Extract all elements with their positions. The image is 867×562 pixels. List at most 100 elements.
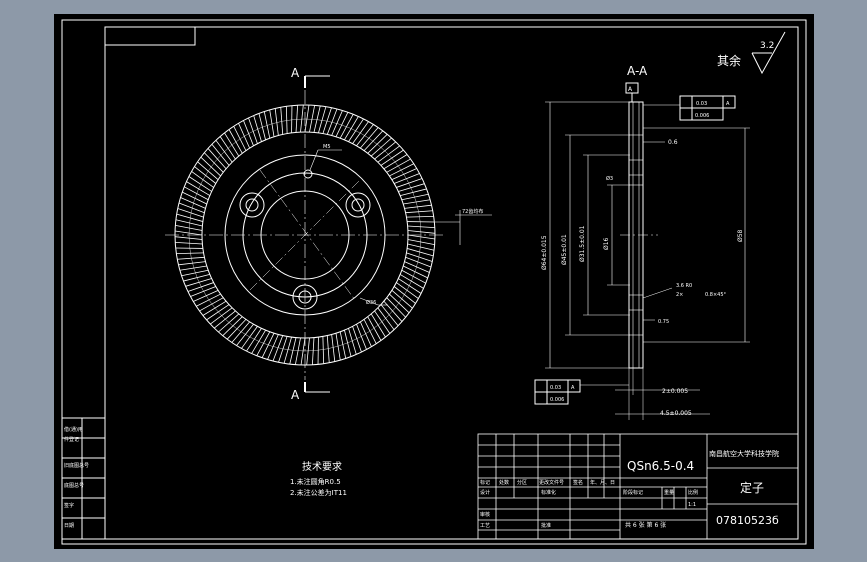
dim-2: 2±0.005 [662,388,688,395]
gear-tooth [335,333,341,361]
gear-tooth [389,163,414,177]
gear-tooth [185,278,212,287]
side-row-5: 签字 [64,502,74,509]
gear-tooth [356,324,367,350]
gear-tooth [197,161,219,180]
row-label-sign: 签名 [573,479,583,486]
gear-tooth [295,105,299,133]
gear-tooth [186,181,211,196]
gear-tooth [199,297,224,312]
gear-tooth [393,286,416,304]
row2-weight: 重量 [664,489,674,496]
gear-tooth [267,334,279,360]
dim-dia31: Ø31.5±0.01 [579,225,586,262]
gear-tooth [348,328,357,355]
gear-tooth [380,304,399,326]
gear-tooth [207,148,227,170]
dim-075: 0.75 [658,319,669,325]
gear-tooth [326,335,330,363]
gear-tooth [178,261,206,266]
tech-item-1: 1.未注圆角R0.5 [290,477,341,486]
row-label-zone: 分区 [517,479,527,486]
bolt-hole-left [239,192,265,218]
side-row-1: 借(通)用 [64,426,83,433]
dim-dia64: Ø64±0.015 [541,235,548,270]
gear-tooth [253,115,262,142]
gear-tooth [228,129,243,154]
dim-dia45: Ø45±0.01 [561,234,568,265]
dim-06: 0.6 [668,139,678,146]
sheet-background [54,14,814,549]
tol-top-datum: A [726,101,730,107]
row2-design: 设计 [480,489,490,496]
gear-tooth [233,126,247,151]
gear-tooth [407,234,435,240]
corner-box [104,26,196,46]
gear-tooth [180,197,206,209]
row-label-date: 年、月、日 [590,479,615,486]
gear-tooth [339,114,354,139]
gear-tooth [178,202,205,214]
gear-tooth [396,282,419,299]
dim-dia58: Ø58 [737,229,744,242]
gear-tooth [348,118,364,142]
gear-tooth [359,321,372,347]
gear-tooth [374,310,391,334]
gear-tooth [256,331,271,356]
gear-tooth [238,123,251,149]
front-label-m5: M5 [323,144,331,150]
gear-tooth [177,208,204,218]
gear-tooth [370,313,386,338]
gear-tooth [386,158,411,173]
gear-tooth [176,252,204,255]
gear-tooth [383,154,408,170]
gear-tooth [175,241,203,245]
gear-tooth [188,176,212,192]
part-name: 定子 [740,480,764,495]
gear-tooth [218,313,240,333]
section-view [534,82,750,420]
front-label-dia36: Ø36 [366,299,376,306]
gear-tooth [274,108,279,136]
gear-tooth [318,106,327,133]
side-row-2: 件登记 [64,436,79,443]
gear-tooth [175,219,203,227]
bolt-hole-right-inner [351,198,365,212]
gear-tooth [352,121,369,144]
gear-tooth [391,290,413,309]
gear-tooth [356,124,374,147]
gear-tooth [222,316,243,336]
gear-tooth [214,310,236,329]
side-row-3: 旧底图总号 [64,462,89,469]
gear-tooth [407,239,435,246]
gear-tooth [406,215,434,218]
bolt-hole-right [345,192,371,218]
drawing-number: 07810523б [716,514,779,527]
gear-tooth [182,191,207,205]
sheet-info: 共 6 张 第 6 张 [625,521,666,529]
tapped-hole [303,169,313,179]
roughness-prefix: 其余 [717,53,741,68]
gear-tooth [248,117,258,144]
gear-tooth [241,326,258,349]
gear-tooth [394,173,420,184]
gear-tooth [403,265,428,279]
front-view [165,75,492,393]
gear-tooth [184,186,209,201]
side-row-4: 底图总号 [64,482,84,489]
gear-tooth [177,256,205,260]
gear-tooth [374,141,396,160]
gear-tooth [339,331,347,359]
school-name: 南昌航空大学科技学院 [709,449,779,458]
gear-tooth [360,127,379,149]
inner-border [104,26,799,540]
gear-tooth [352,326,362,353]
gear-tooth [405,256,432,268]
gear-tooth [202,300,227,316]
part-code: QSn6.5-0.4 [627,459,694,473]
dim-45: 4.5±0.005 [660,410,692,417]
gear-tooth [367,316,382,341]
dim-chamfer: 0.8×45° [705,292,727,298]
gear-tooth [219,136,236,160]
